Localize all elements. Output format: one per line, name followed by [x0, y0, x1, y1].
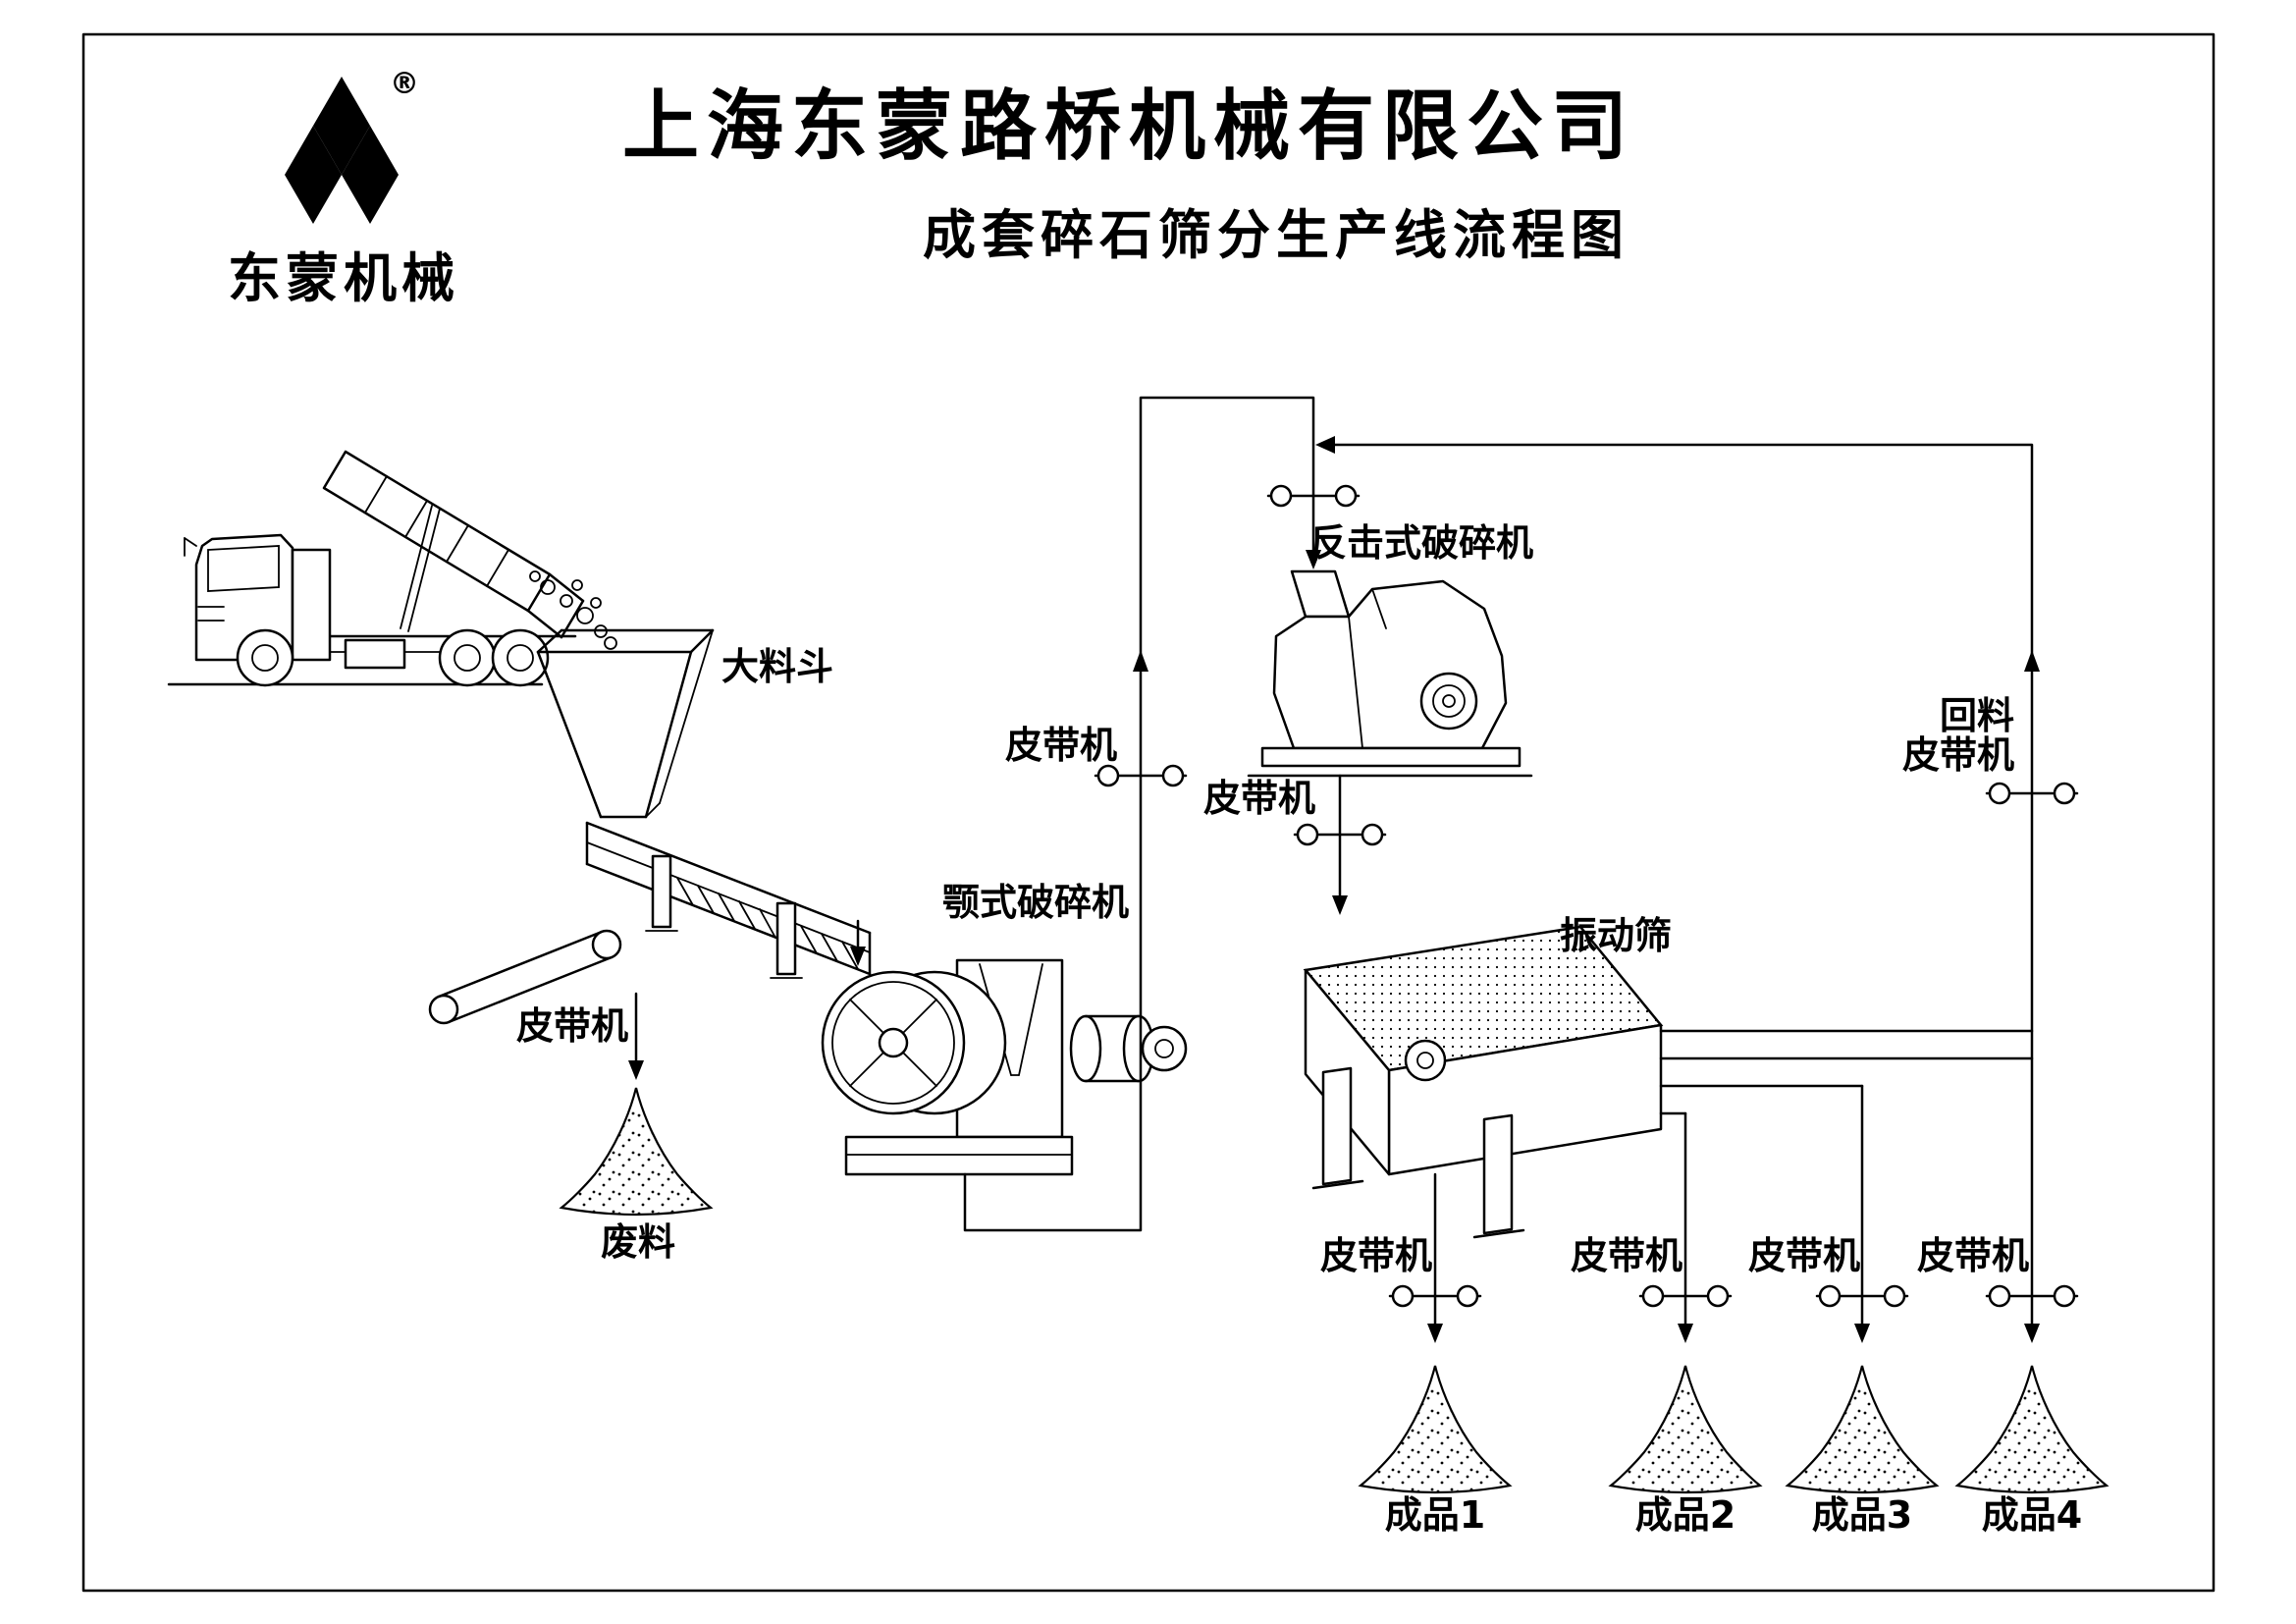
down-arrow — [1306, 550, 1321, 569]
screen-feed-belt-label: 皮带机 — [1203, 777, 1315, 820]
impact-crusher-rotor — [1419, 672, 1478, 731]
impact-crusher-base — [1260, 746, 1522, 768]
jaw-crusher-motor — [1069, 1014, 1188, 1083]
impact-crusher-chute — [1290, 569, 1351, 619]
jaw-crusher — [821, 958, 1188, 1176]
grizzly-feeder — [585, 821, 872, 979]
return-flow-line — [1315, 436, 2040, 1329]
jaw-crusher-base — [844, 1135, 1074, 1176]
truck-cab — [184, 533, 332, 662]
product-pile-4 — [1955, 1364, 2109, 1494]
down-arrow — [1854, 1324, 1870, 1343]
company-logo: ® 东蒙机械 — [228, 67, 459, 309]
feeder-discharge-arrow — [850, 919, 866, 966]
product1-flow-line — [1427, 1172, 1443, 1343]
jaw-to-impact-flow-line — [963, 396, 1321, 1232]
down-arrow — [1332, 895, 1348, 915]
product-pile-2 — [1609, 1364, 1762, 1494]
truck-bed — [322, 450, 585, 639]
product3-label: 成品3 — [1812, 1493, 1912, 1537]
return-belt-label: 皮带机 — [1902, 733, 2014, 777]
waste-drop-arrow — [628, 992, 644, 1080]
vibrating-screen-label: 振动筛 — [1560, 914, 1672, 957]
waste-belt-label: 皮带机 — [516, 1004, 628, 1048]
return-material-label: 回料 — [1940, 694, 2014, 737]
truck-wheels — [236, 628, 550, 687]
feeder-leg — [651, 854, 672, 929]
product4-flow-line — [2024, 1324, 2040, 1343]
impact-crusher — [1247, 569, 1533, 778]
grizzly-bars — [676, 877, 859, 970]
waste-belt-conveyor — [428, 929, 622, 1025]
uphill-belt-label: 皮带机 — [1005, 724, 1117, 767]
impact-to-screen-flow-line — [1332, 774, 1348, 915]
logo-diamond-left — [285, 126, 342, 224]
down-arrow — [1427, 1324, 1443, 1343]
up-arrow — [2024, 650, 2040, 672]
product4-label: 成品4 — [1982, 1493, 2082, 1537]
screen-vibrator — [1404, 1039, 1447, 1082]
logo-diamond-right — [342, 126, 399, 224]
product2-flow-line — [1678, 1111, 1693, 1343]
product-pile-1 — [1359, 1364, 1512, 1494]
waste-pile — [560, 1086, 713, 1217]
waste-label: 废料 — [601, 1220, 675, 1264]
product2-belt-label: 皮带机 — [1571, 1234, 1682, 1277]
dump-truck — [167, 450, 617, 687]
product3-flow-line — [1854, 1084, 1870, 1343]
up-arrow — [1133, 650, 1148, 672]
product-pile-3 — [1786, 1364, 1939, 1494]
hopper-label: 大料斗 — [721, 645, 833, 688]
logo-text: 东蒙机械 — [228, 247, 459, 309]
diagram-border — [81, 32, 2216, 1593]
impact-crusher-label: 反击式破碎机 — [1309, 521, 1533, 565]
down-arrow — [2024, 1324, 2040, 1343]
registered-mark: ® — [390, 67, 419, 101]
product2-label: 成品2 — [1635, 1493, 1735, 1537]
deck-discharge-lines — [1659, 1029, 2034, 1115]
feeder-leg — [775, 901, 797, 976]
page-title: 上海东蒙路桥机械有限公司 — [622, 82, 1635, 171]
left-arrow — [1315, 436, 1335, 454]
product1-belt-label: 皮带机 — [1320, 1234, 1432, 1277]
down-arrow — [1678, 1324, 1693, 1343]
product1-label: 成品1 — [1385, 1493, 1485, 1537]
jaw-crusher-label: 颚式破碎机 — [942, 881, 1129, 924]
product3-belt-label: 皮带机 — [1748, 1234, 1860, 1277]
vibrating-screen — [1303, 925, 1664, 1239]
screen-leg — [1482, 1113, 1514, 1235]
product4-belt-label: 皮带机 — [1917, 1234, 2029, 1277]
page-subtitle: 成套碎石筛分生产线流程图 — [923, 204, 1629, 266]
screen-leg — [1321, 1066, 1353, 1186]
feed-hopper — [536, 628, 715, 819]
